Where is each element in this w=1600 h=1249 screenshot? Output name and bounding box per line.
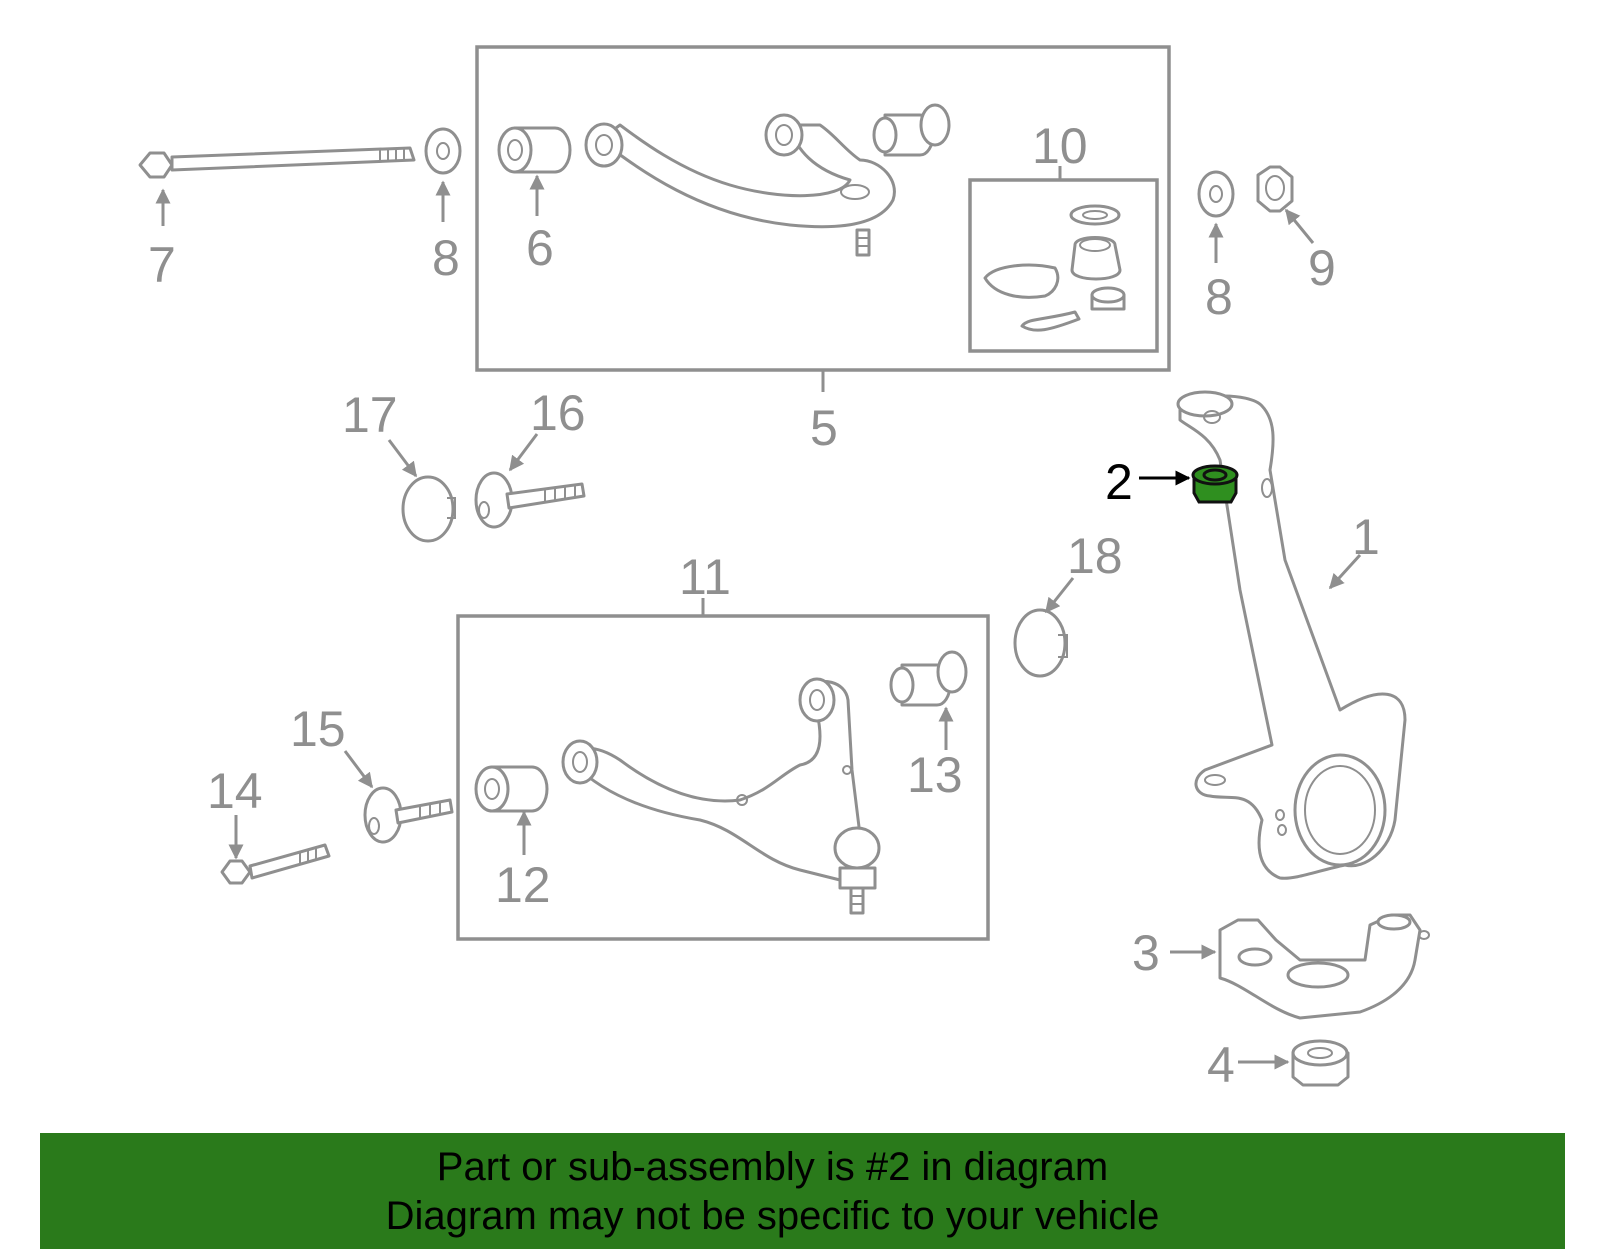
part-8-washer-left xyxy=(424,127,462,175)
callout-16: 16 xyxy=(530,385,586,441)
part-4-nut xyxy=(1291,1039,1350,1087)
upper-rear-bushing xyxy=(872,103,951,157)
part-16-cam-bolt xyxy=(474,471,586,529)
lower-control-arm xyxy=(561,677,881,915)
callout-15: 15 xyxy=(290,701,346,757)
part-12-bushing xyxy=(474,765,549,813)
callout-5: 5 xyxy=(810,400,838,456)
part-15-cam-bolt xyxy=(363,786,454,844)
callout-8-right: 8 xyxy=(1205,269,1233,325)
ball-joint-kit-parts xyxy=(983,204,1126,332)
banner-line-1: Part or sub-assembly is #2 in diagram xyxy=(436,1145,1109,1189)
callout-7: 7 xyxy=(148,237,176,293)
part-17-cam-plate xyxy=(401,475,456,543)
part-9-nut xyxy=(1256,165,1294,213)
callout-12: 12 xyxy=(495,857,551,913)
callout-8-left: 8 xyxy=(432,230,460,286)
callout-3: 3 xyxy=(1132,925,1160,981)
callout-10: 10 xyxy=(1032,118,1088,174)
part-3-bracket xyxy=(1218,913,1430,1020)
part-7-bolt xyxy=(138,146,416,179)
part-18-cap xyxy=(1013,608,1068,678)
callout-17: 17 xyxy=(342,387,398,443)
part-8-washer-right xyxy=(1197,170,1235,218)
part-6-bushing xyxy=(497,126,572,174)
callout-11: 11 xyxy=(679,549,731,605)
callout-1: 1 xyxy=(1352,509,1380,565)
callout-4: 4 xyxy=(1207,1037,1235,1093)
part-1-steering-knuckle xyxy=(1176,390,1407,880)
callout-18: 18 xyxy=(1067,528,1123,584)
part-14-bolt xyxy=(220,843,331,885)
callout-9: 9 xyxy=(1308,240,1336,296)
part-13-bushing xyxy=(889,650,968,707)
callout-6: 6 xyxy=(526,220,554,276)
info-banner: Part or sub-assembly is #2 in diagram Di… xyxy=(40,1133,1565,1249)
callout-2: 2 xyxy=(1105,454,1133,510)
lower-arm-assembly-box xyxy=(456,614,990,941)
callout-13: 13 xyxy=(907,747,963,803)
part-2-highlighted-nut xyxy=(1191,464,1239,504)
ball-joint-kit-box xyxy=(968,178,1159,353)
callout-14: 14 xyxy=(207,763,263,819)
upper-control-arm xyxy=(584,113,896,257)
banner-line-2: Diagram may not be specific to your vehi… xyxy=(385,1194,1160,1238)
